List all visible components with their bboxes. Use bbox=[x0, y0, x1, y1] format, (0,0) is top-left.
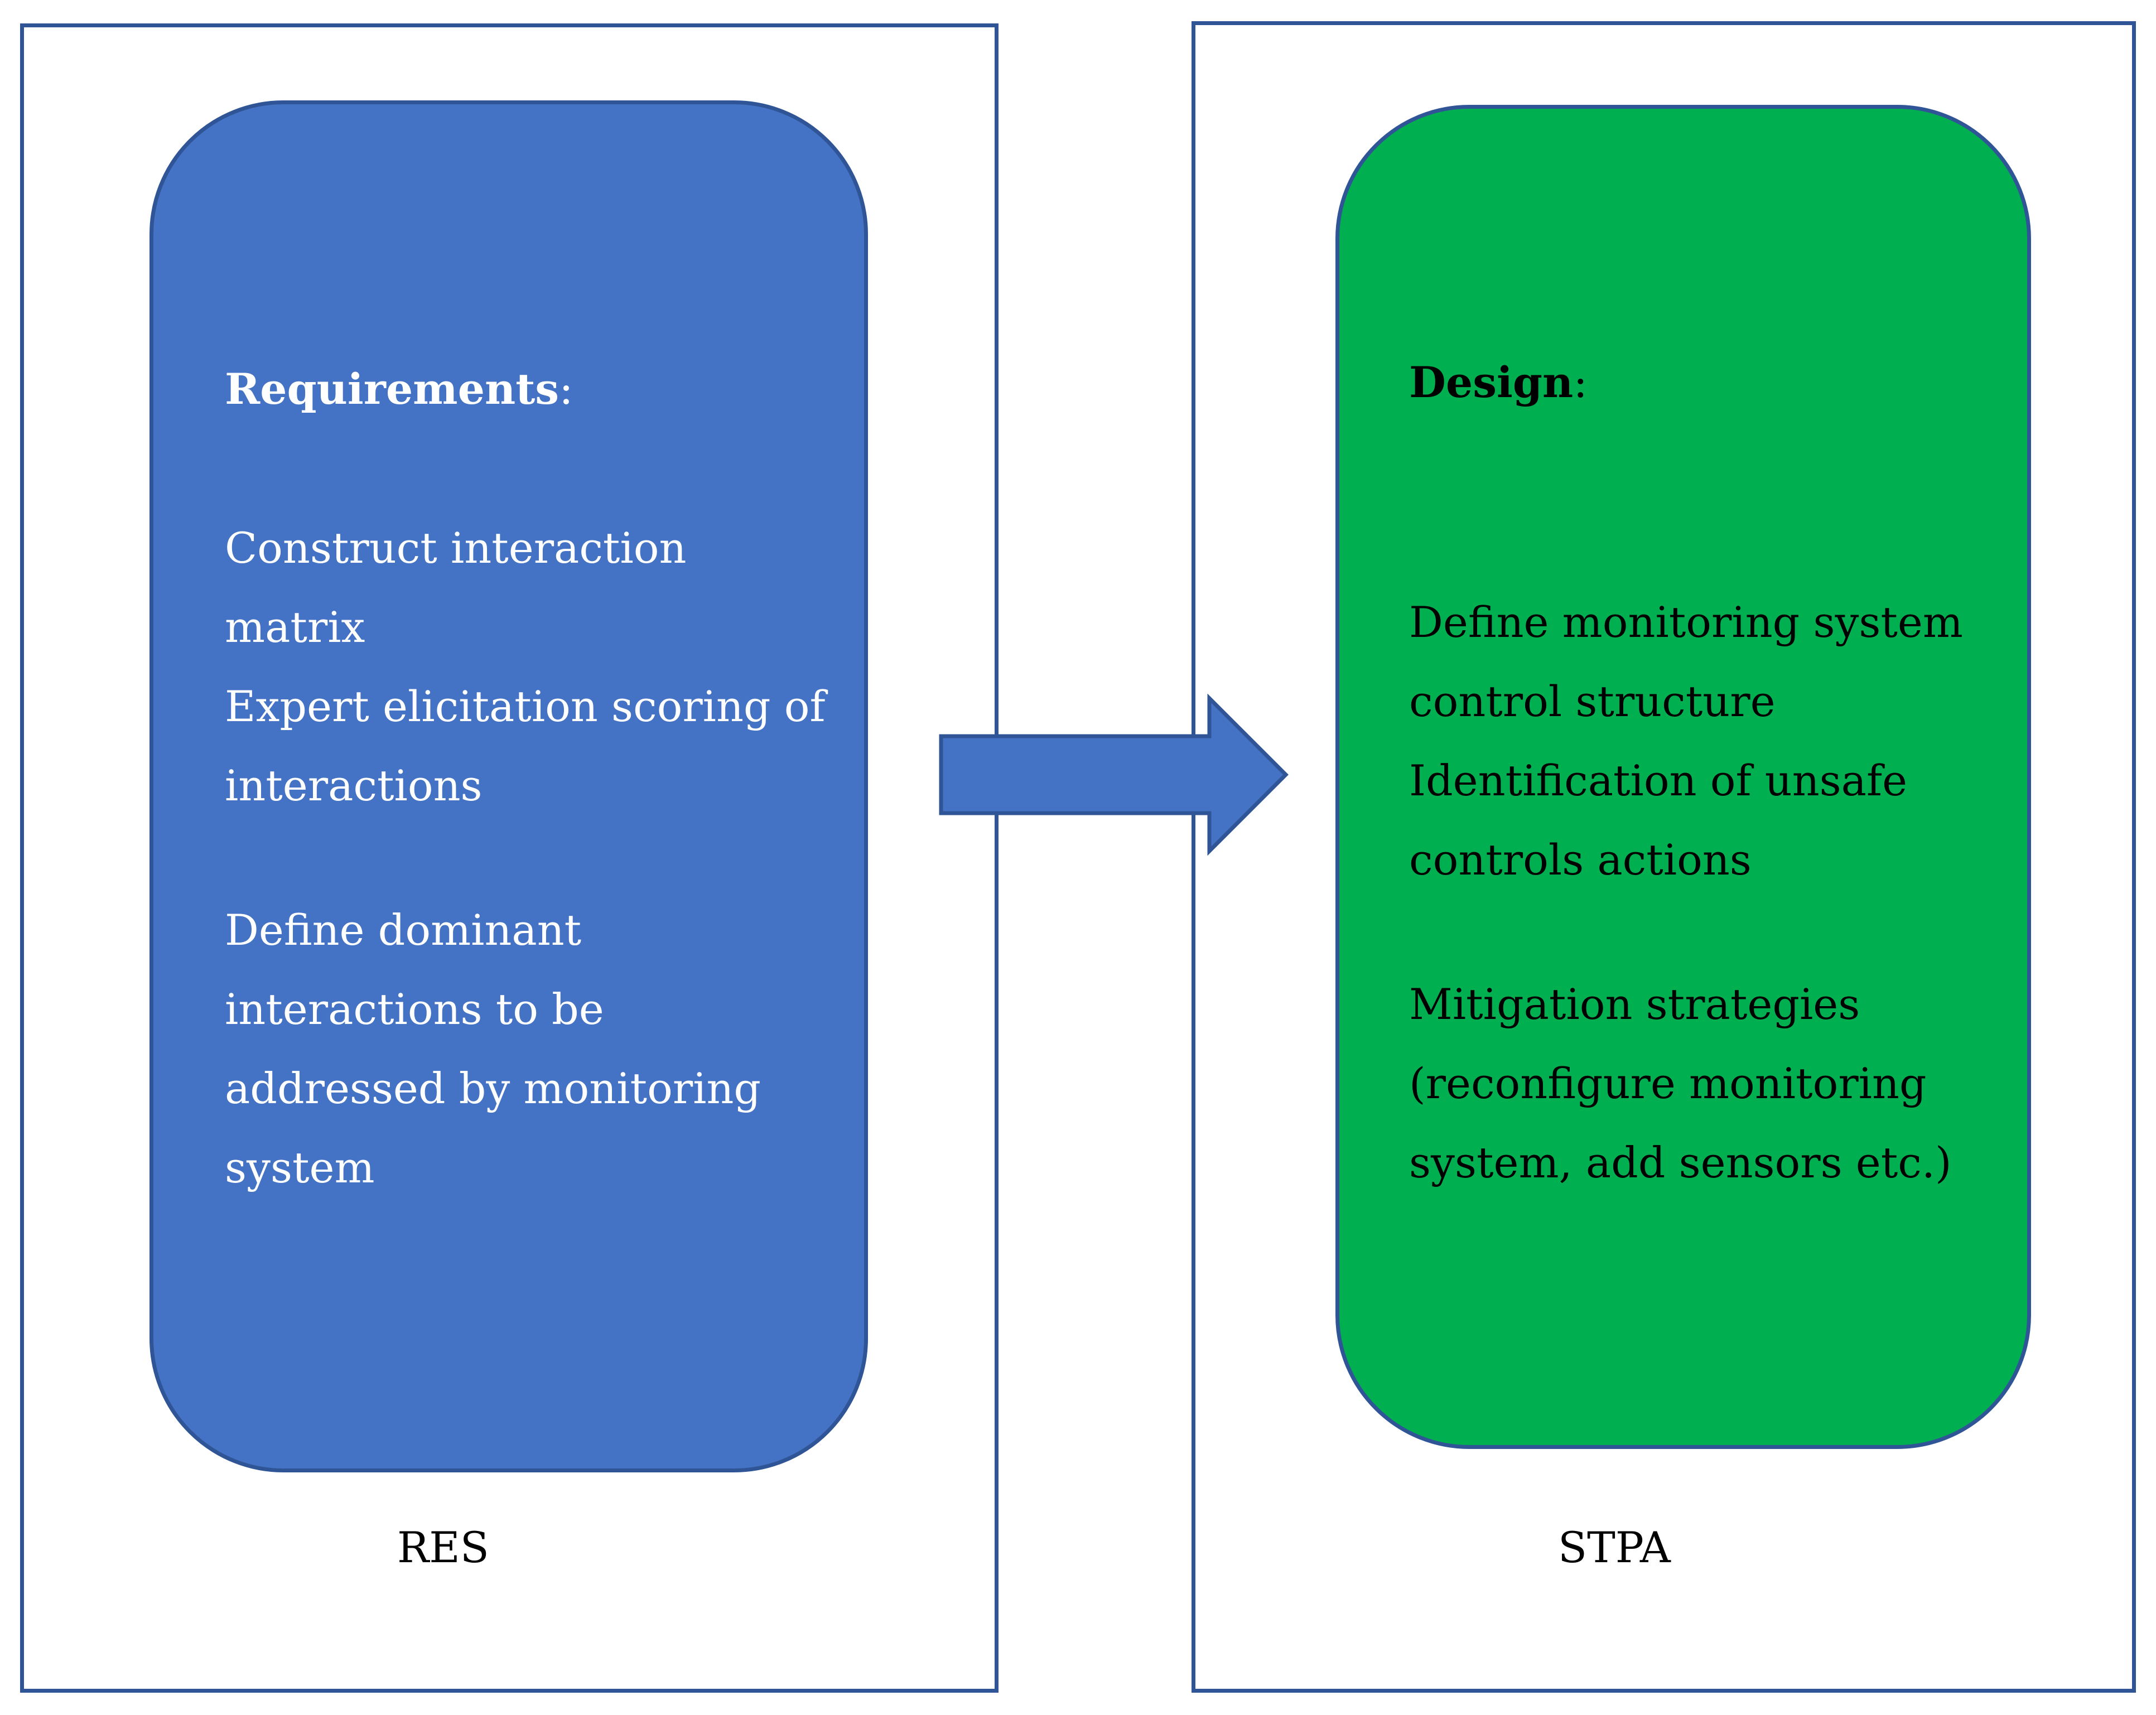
design-card: Design: Define monitoring system control… bbox=[1335, 105, 2031, 1449]
requirements-card: Requirements: Construct interaction matr… bbox=[149, 100, 868, 1472]
requirements-heading-line: Requirements: bbox=[225, 350, 573, 429]
design-line-1: Define monitoring system bbox=[1409, 597, 1963, 647]
requirements-line-4: interactions bbox=[225, 761, 483, 810]
design-line-6: (reconfigure monitoring bbox=[1409, 1059, 1927, 1108]
requirements-line-5: Define dominant bbox=[225, 905, 582, 955]
requirements-line-7: addressed by monitoring bbox=[225, 1064, 761, 1113]
design-heading: Design bbox=[1409, 358, 1574, 407]
requirements-line-1: Construct interaction bbox=[225, 523, 687, 573]
requirements-line-3: Expert elicitation scoring of bbox=[225, 682, 826, 731]
requirements-line-8: system bbox=[225, 1143, 375, 1192]
design-heading-colon: : bbox=[1573, 358, 1588, 407]
design-line-4: controls actions bbox=[1409, 835, 1752, 885]
requirements-line-6: interactions to be bbox=[225, 984, 604, 1034]
design-line-2: control structure bbox=[1409, 677, 1776, 726]
design-line-5: Mitigation strategies bbox=[1409, 979, 1860, 1029]
stpa-label: STPA bbox=[1558, 1523, 1671, 1572]
design-heading-line: Design: bbox=[1409, 343, 1588, 422]
design-line-7: system, add sensors etc.) bbox=[1409, 1138, 1952, 1187]
res-label: RES bbox=[397, 1523, 489, 1572]
requirements-heading: Requirements bbox=[225, 364, 560, 414]
requirements-line-2: matrix bbox=[225, 602, 365, 652]
requirements-heading-colon: : bbox=[559, 364, 573, 414]
design-line-3: Identification of unsafe bbox=[1409, 756, 1908, 805]
